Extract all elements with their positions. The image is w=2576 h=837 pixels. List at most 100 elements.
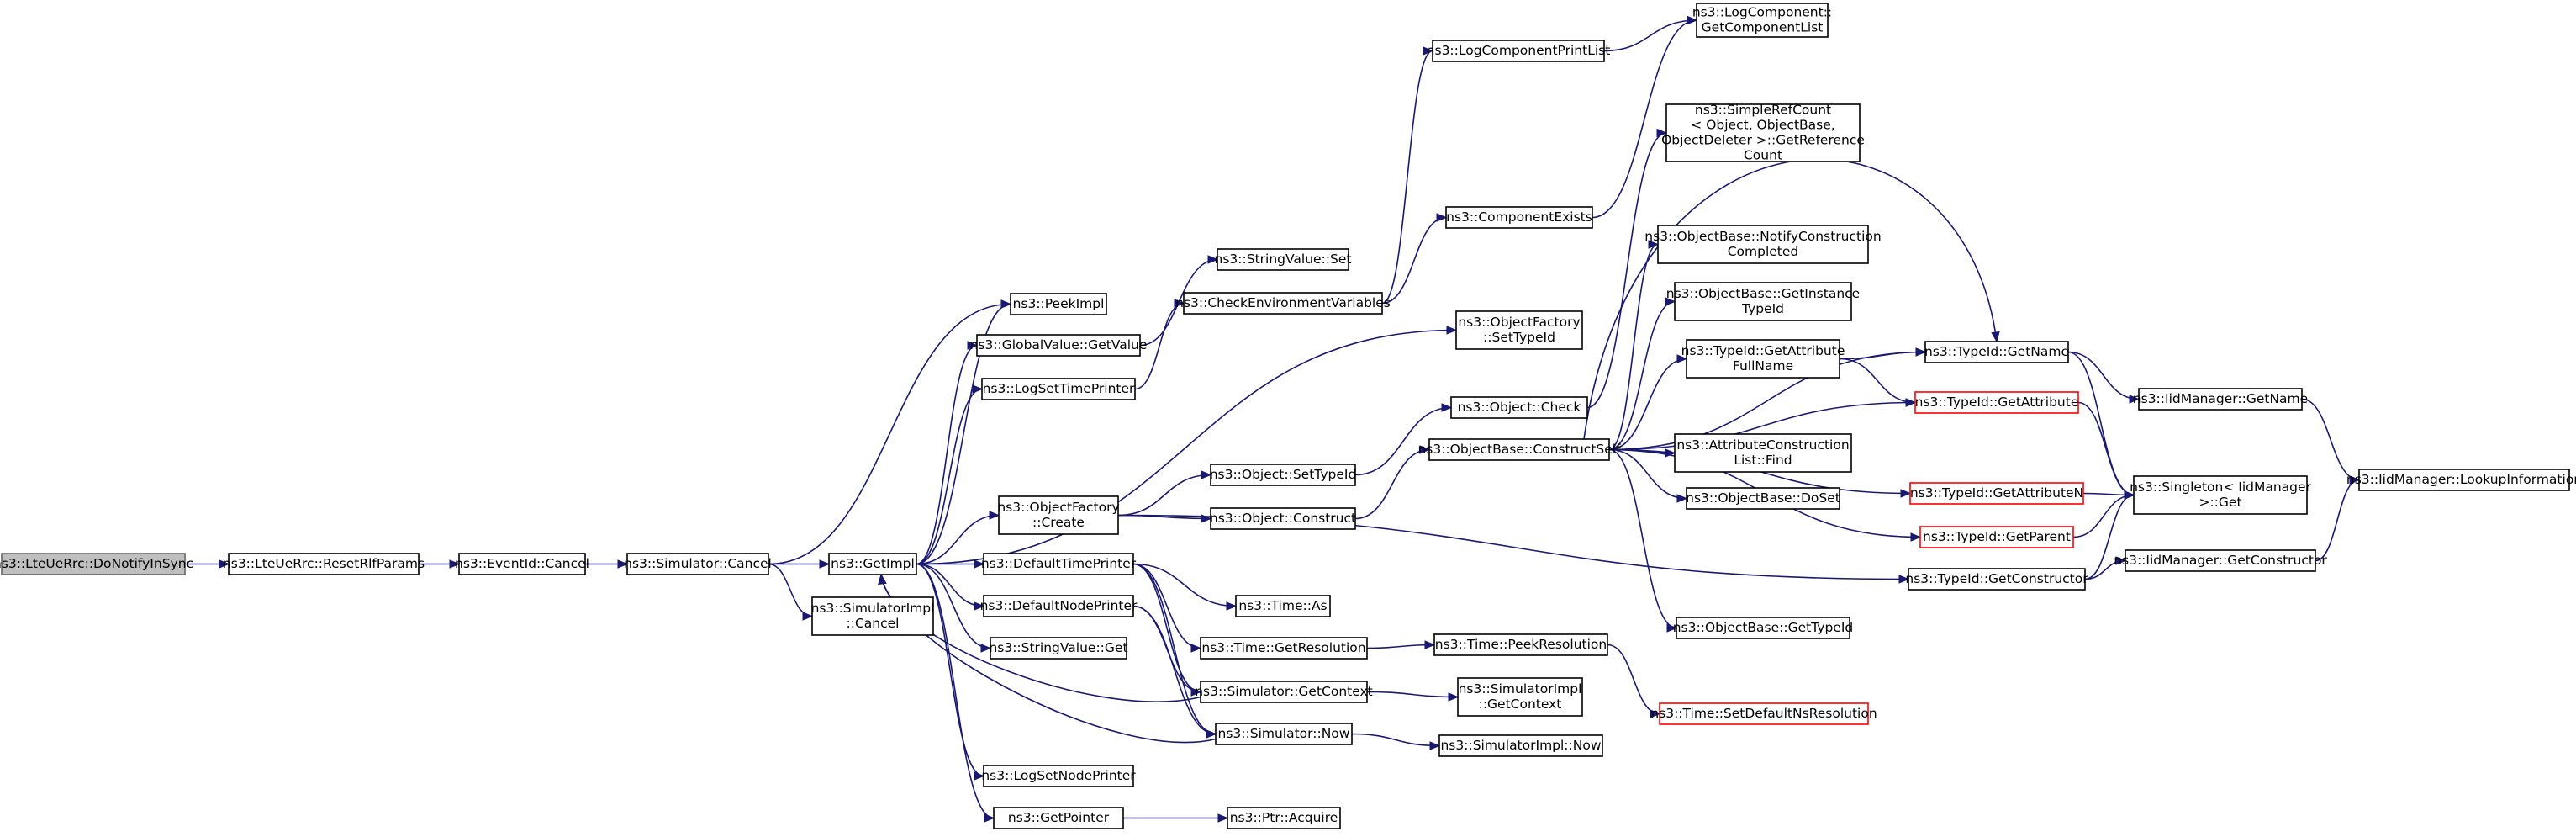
edge-getimpl-to-logsettime [916, 384, 984, 565]
node-getptr[interactable]: ns3::GetPointer [993, 807, 1124, 829]
node-svset[interactable]: ns3::StringValue::Set [1215, 248, 1352, 271]
node-obgettid[interactable]: ns3::ObjectBase::GetTypeId [1673, 617, 1854, 639]
arrowhead-icon [1665, 297, 1676, 306]
node-tidgetname[interactable]: ns3::TypeId::GetName [1924, 341, 2069, 363]
node-objcheck[interactable]: ns3::Object::Check [1450, 396, 1588, 419]
node-objconstruct[interactable]: ns3::Object::Construct [1210, 507, 1356, 530]
node-ofsettid[interactable]: ns3::ObjectFactory::SetTypeId [1455, 310, 1583, 350]
node-tidgetattrn[interactable]: ns3::TypeId::GetAttributeN [1909, 482, 2084, 505]
arrowhead-icon [1419, 445, 1431, 454]
node-box [1686, 487, 1840, 510]
node-reset[interactable]: ns3::LteUeRrc::ResetRlfParams [223, 553, 425, 575]
node-logsettime[interactable]: ns3::LogSetTimePrinter [981, 378, 1136, 400]
arrowhead-icon [1676, 354, 1688, 363]
node-deftime[interactable]: ns3::DefaultTimePrinter [981, 553, 1137, 575]
node-logprint[interactable]: ns3::LogComponentPrintList [1427, 40, 1611, 62]
node-notifycons[interactable]: ns3::ObjectBase::NotifyConstructionCompl… [1644, 225, 1882, 264]
node-simgetctx[interactable]: ns3::Simulator::GetContext [1195, 681, 1373, 703]
node-evcancel[interactable]: ns3::EventId::Cancel [455, 553, 589, 575]
node-box [993, 807, 1124, 829]
node-svget[interactable]: ns3::StringValue::Get [989, 637, 1128, 660]
node-checkenv[interactable]: ns3::CheckEnvironmentVariables [1175, 292, 1391, 315]
arrowhead-icon [1190, 644, 1202, 653]
node-logsetnode[interactable]: ns3::LogSetNodePrinter [981, 765, 1136, 787]
node-label: ns3::Ptr::Acquire [1230, 810, 1338, 825]
edge-line [1608, 448, 1677, 629]
node-label: ns3::Simulator::GetContext [1195, 684, 1373, 699]
node-gvget[interactable]: ns3::GlobalValue::GetValue [970, 334, 1148, 357]
node-iidgetcons[interactable]: ns3::IidManager::GetConstructor [2114, 549, 2327, 572]
node-simnow[interactable]: ns3::Simulator::Now [1215, 723, 1353, 745]
edge-getimpl-to-objfactcreate [916, 511, 1000, 565]
node-peekimpl[interactable]: ns3::PeekImpl [1010, 293, 1107, 315]
node-label: ns3::Singleton< IidManager [2130, 479, 2311, 495]
node-simcancel[interactable]: ns3::Simulator::Cancel [624, 553, 772, 575]
node-label: ns3::IidManager::LookupInformation [2346, 472, 2576, 487]
edge-line [2301, 398, 2360, 481]
node-simplerc[interactable]: ns3::SimpleRefCount< Object, ObjectBase,… [1661, 103, 1865, 163]
node-objfactcreate[interactable]: ns3::ObjectFactory::Create [997, 495, 1120, 535]
node-label: ns3::SimulatorImpl [811, 601, 935, 616]
edge-line [916, 563, 984, 607]
node-setdefres[interactable]: ns3::Time::SetDefaultNsResolution [1650, 702, 1877, 725]
node-label: ns3::LteUeRrc::ResetRlfParams [223, 556, 425, 571]
node-label: ns3::TypeId::GetAttributeN [1910, 485, 2083, 501]
node-label: ns3::LogComponentPrintList [1427, 43, 1611, 58]
node-box [2125, 549, 2316, 572]
node-box [1235, 595, 1331, 617]
node-box [1450, 396, 1588, 419]
node-doset[interactable]: ns3::ObjectBase::DoSet [1686, 487, 1840, 510]
node-lookup[interactable]: ns3::IidManager::LookupInformation [2346, 469, 2576, 491]
node-singleton[interactable]: ns3::Singleton< IidManager>::Get [2130, 475, 2312, 515]
node-box [811, 596, 934, 636]
edge-line [1381, 50, 1433, 305]
node-label: ns3::Time::GetResolution [1201, 640, 1365, 655]
node-root[interactable]: ns3::LteUeRrc::DoNotifyInSync [0, 553, 193, 575]
edge-objconstruct-to-obconstruct [1354, 445, 1431, 520]
edge-getattrfull-to-tidgetname [1839, 347, 1927, 360]
node-tidgetcons[interactable]: ns3::TypeId::GetConstructor [1905, 568, 2088, 591]
node-compexists[interactable]: ns3::ComponentExists [1445, 206, 1593, 229]
arrowhead-icon [1423, 46, 1434, 56]
edge-line [768, 303, 1011, 565]
node-simimplctx[interactable]: ns3::SimulatorImpl::GetContext [1457, 677, 1583, 717]
node-objsettid[interactable]: ns3::Object::SetTypeId [1210, 464, 1357, 486]
node-timeas[interactable]: ns3::Time::As [1235, 595, 1331, 617]
node-defnode[interactable]: ns3::DefaultNodePrinter [980, 595, 1138, 617]
node-tidgetparent[interactable]: ns3::TypeId::GetParent [1919, 526, 2074, 548]
node-box [1217, 248, 1349, 271]
node-simimplnow[interactable]: ns3::SimulatorImpl::Now [1438, 734, 1603, 757]
node-getimpl[interactable]: ns3::GetImpl [828, 553, 917, 575]
arrowhead-icon [980, 644, 992, 653]
node-label: ns3::TypeId::GetParent [1923, 529, 2071, 544]
edge-objsettid-to-objcheck [1354, 403, 1453, 476]
edge-line [1592, 19, 1697, 219]
arrowhead-icon [1429, 741, 1441, 750]
node-label: FullName [1733, 358, 1793, 373]
edge-tidgetname-to-iidgetname [2067, 351, 2141, 404]
edge-line [768, 563, 813, 617]
edge-obconstruct-to-obgettid [1608, 448, 1678, 633]
node-label: ns3::StringValue::Get [989, 640, 1127, 655]
node-label: ns3::TypeId::GetName [1924, 344, 2069, 359]
edge-timepeek-to-setdefres [1607, 644, 1661, 718]
node-tidgetattr[interactable]: ns3::TypeId::GetAttribute [1914, 391, 2079, 414]
edge-line [916, 563, 991, 649]
node-timegetres[interactable]: ns3::Time::GetResolution [1200, 637, 1368, 660]
node-box [976, 334, 1141, 357]
node-box [1433, 633, 1608, 656]
node-label: ns3::GetPointer [1008, 810, 1110, 825]
node-label: < Object, ObjectBase, [1691, 118, 1834, 133]
node-obconstruct[interactable]: ns3::ObjectBase::ConstructSelf [1417, 438, 1621, 461]
node-ptracq[interactable]: ns3::Ptr::Acquire [1227, 807, 1341, 829]
node-label: ns3::ComponentExists [1446, 209, 1592, 225]
node-getcomplist[interactable]: ns3::LogComponent::GetComponentList [1692, 3, 1832, 38]
node-simimplcancel[interactable]: ns3::SimulatorImpl::Cancel [811, 596, 935, 636]
arrowhead-icon [1898, 575, 1910, 584]
node-label: GetComponentList [1702, 20, 1824, 35]
node-timepeek[interactable]: ns3::Time::PeekResolution [1433, 633, 1608, 656]
node-iidgetname[interactable]: ns3::IidManager::GetName [2133, 388, 2308, 411]
